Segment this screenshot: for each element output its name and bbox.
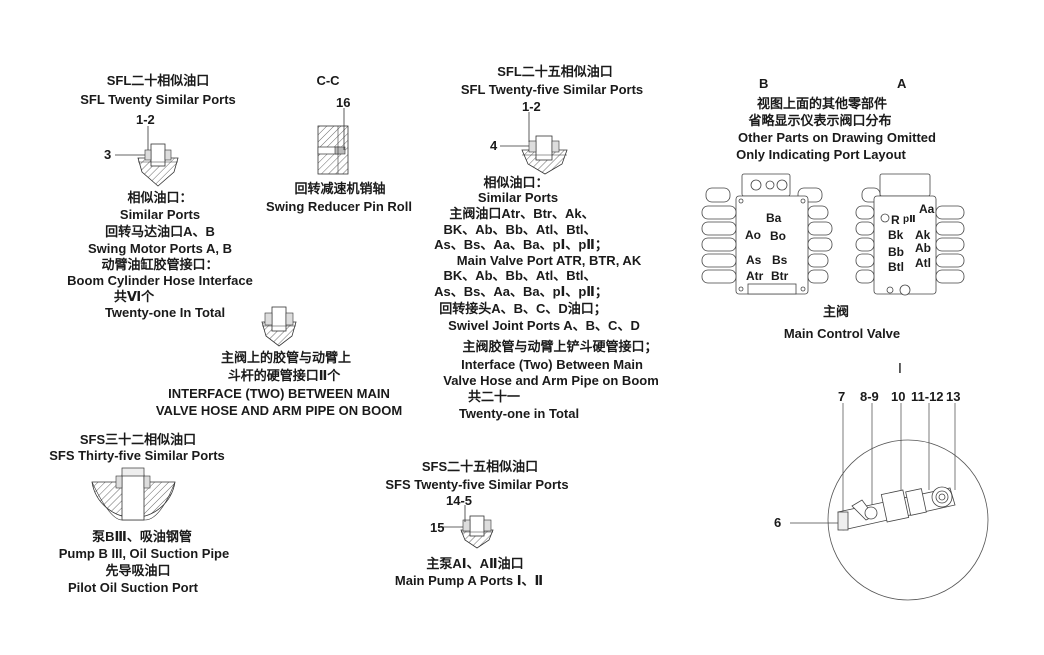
main-valve-note-cn-2: 省略显示仪表示阀口分布 — [748, 113, 892, 128]
interface-two-en-2: VALVE HOSE AND ARM PIPE ON BOOM — [155, 403, 403, 418]
sfl25-line: As、Bs、Aa、Ba、pⅠ、pⅡ； — [434, 284, 608, 299]
port-label-bo: Bo — [770, 229, 786, 243]
sfl25-line: Valve Hose and Arm Pipe on Boom — [443, 373, 659, 388]
detail-i-title: Ⅰ — [897, 362, 903, 377]
callout-7: 7 — [838, 389, 846, 404]
callout-11-12: 11-12 — [911, 389, 944, 404]
port-label-bk: Bk — [888, 228, 904, 242]
sfl25-line: Main Valve Port ATR, BTR, AK — [456, 253, 642, 268]
sfl25-line: Twenty-one in Total — [458, 406, 580, 421]
sfl25-line: 回转接头A、B、C、D油口； — [439, 301, 607, 316]
port-label-ao: Ao — [745, 228, 761, 242]
sfs35-title-en: SFS Thirty-five Similar Ports — [49, 448, 225, 463]
interface-two-cn-1: 主阀上的胶管与动臂上 — [220, 350, 352, 365]
sfl25-line: Similar Ports — [477, 190, 559, 205]
callout-14-5: 14-5 — [446, 493, 473, 508]
main-valve-note-en-2: Only Indicating Port Layout — [736, 147, 906, 162]
sfl20-line: Swing Motor Ports A, B — [88, 241, 232, 256]
sfl20-title-en: SFL Twenty Similar Ports — [80, 92, 236, 107]
sfl25-line: 主阀胶管与动臂上铲斗硬管接口； — [462, 339, 658, 354]
sfs35-title-cn: SFS三十二相似油口 — [79, 432, 197, 447]
callout-4: 4 — [490, 138, 498, 153]
callout-10: 10 — [891, 389, 906, 404]
sfl25-line: Swivel Joint Ports A、B、C、D — [448, 318, 640, 333]
port-label-btl: Btl — [888, 260, 904, 274]
view-a-label: A — [897, 76, 907, 91]
sfs35-line: 先导吸油口 — [105, 563, 171, 578]
main-valve-caption-en: Main Control Valve — [783, 326, 901, 341]
sfl25-title-en: SFL Twenty-five Similar Ports — [460, 82, 644, 97]
sfl20-line: 动臂油缸胶管接口： — [101, 257, 219, 272]
sfl25-line: 主阀油口Atr、Btr、Ak、 — [449, 206, 595, 221]
interface-two-en-1: INTERFACE (TWO) BETWEEN MAIN — [168, 386, 390, 401]
cc-caption-en: Swing Reducer Pin Roll — [266, 199, 412, 214]
sfl20-line: Similar Ports — [119, 207, 201, 222]
interface-two-fitting — [261, 306, 297, 347]
port-label-btr: Btr — [771, 269, 789, 283]
sfl25-line: BK、Ab、Bb、Atl、Btl、 — [443, 222, 597, 237]
main-valve-note-cn-1: 视图上面的其他零部件 — [756, 96, 888, 111]
sfl20-line: Twenty-one In Total — [104, 305, 226, 320]
main-valve-view-b — [701, 173, 833, 295]
sfs25-title-en: SFS Twenty-five Similar Ports — [385, 477, 569, 492]
callout-13: 13 — [946, 389, 961, 404]
sfl20-line: 共Ⅵ个 — [113, 289, 155, 304]
detail-i-view — [790, 403, 989, 601]
sfl25-title-cn: SFL二十五相似油口 — [497, 64, 613, 79]
sfs25-port-fitting — [440, 505, 494, 549]
main-valve-view-a — [855, 173, 965, 296]
callout-16: 16 — [336, 95, 351, 110]
port-label-bs: Bs — [772, 253, 788, 267]
callout-1-2: 1-2 — [136, 112, 155, 127]
sfs35-line: 泵BⅢ、吸油钢管 — [92, 529, 192, 544]
main-valve-caption-cn: 主阀 — [822, 304, 850, 319]
sfl25-line: Interface (Two) Between Main — [461, 357, 643, 372]
cc-caption-cn: 回转减速机销轴 — [294, 181, 386, 196]
callout-3: 3 — [104, 147, 112, 162]
sfs35-line: Pilot Oil Suction Port — [68, 580, 198, 595]
port-label-ab: Ab — [915, 241, 931, 255]
swing-reducer-pin-section — [317, 108, 349, 175]
sfl25-line: BK、Ab、Bb、Atl、Btl、 — [443, 268, 597, 283]
interface-two-cn-2: 斗杆的硬管接口Ⅱ个 — [227, 368, 341, 383]
port-label-p2: pⅡ — [903, 214, 916, 225]
callout-8-9: 8-9 — [860, 389, 879, 404]
sfl20-line: Boom Cylinder Hose Interface — [67, 273, 253, 288]
sfl20-title-cn: SFL二十相似油口 — [106, 73, 210, 88]
sfl25-line: As、Bs、Aa、Ba、pⅠ、pⅡ； — [434, 237, 608, 252]
sfs25-title-cn: SFS二十五相似油口 — [421, 459, 539, 474]
sfs35-port-fitting — [91, 467, 176, 521]
port-label-as: As — [746, 253, 762, 267]
port-label-r: R — [891, 213, 900, 227]
section-c-c-title: C-C — [316, 73, 340, 88]
sfl25-line: 共二十一 — [467, 389, 521, 404]
port-label-aa: Aa — [919, 202, 935, 216]
sfl20-line: 回转马达油口A、B — [105, 224, 215, 239]
port-label-atr: Atr — [746, 269, 764, 283]
callout-6: 6 — [774, 515, 782, 530]
view-b-label: B — [759, 76, 769, 91]
port-label-bb: Bb — [888, 245, 904, 259]
sfl25-line: 相似油口： — [483, 175, 549, 190]
callout-15: 15 — [430, 520, 445, 535]
port-label-ba: Ba — [766, 211, 782, 225]
sfs35-line: Pump B III, Oil Suction Pipe — [58, 546, 230, 561]
callout-1-2: 1-2 — [522, 99, 541, 114]
sfl25-port-fitting — [500, 112, 568, 175]
port-label-atl: Atl — [915, 256, 931, 270]
sfs25-caption-en: Main Pump A Ports Ⅰ、Ⅱ — [394, 573, 544, 588]
sfl20-port-fitting — [115, 126, 179, 187]
sfs25-caption-cn: 主泵AⅠ、AⅡ油口 — [426, 556, 524, 571]
port-label-ak: Ak — [915, 228, 931, 242]
main-valve-note-en-1: Other Parts on Drawing Omitted — [738, 130, 936, 145]
sfl20-line: 相似油口： — [127, 190, 193, 205]
